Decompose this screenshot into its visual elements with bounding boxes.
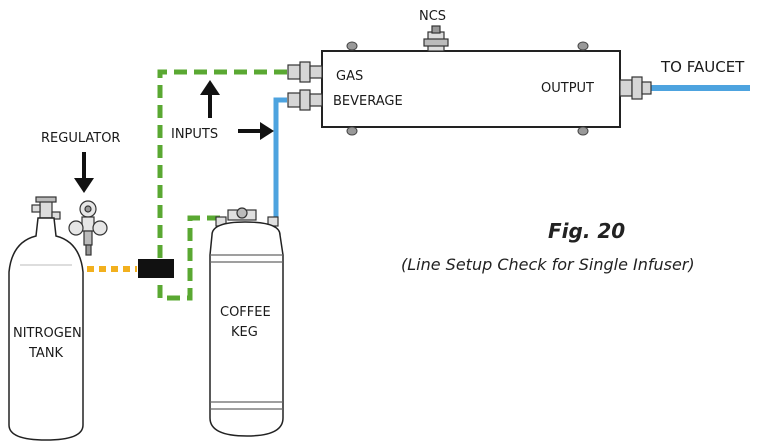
inputs-label: INPUTS — [171, 127, 218, 142]
regulator-down-arrow-icon — [74, 152, 94, 193]
infuser-box — [321, 50, 621, 128]
figure-subtitle: (Line Setup Check for Single Infuser) — [401, 255, 695, 274]
coffee-keg-label-line1: COFFEE — [220, 305, 271, 320]
output-label: OUTPUT — [541, 81, 594, 96]
beverage-label: BEVERAGE — [333, 94, 403, 109]
inputs-up-arrow-icon — [200, 80, 220, 118]
output-fitting-icon — [619, 76, 652, 100]
inputs-right-arrow-icon — [238, 122, 274, 140]
ncs-fitting-icon — [423, 25, 449, 52]
regulator-label: REGULATOR — [41, 131, 120, 146]
gas-label: GAS — [336, 69, 363, 84]
coffee-keg-label-line2: KEG — [231, 325, 258, 340]
coffee-keg — [209, 207, 284, 437]
nitrogen-tank — [8, 196, 84, 441]
tank-valve-icon — [31, 196, 61, 220]
to-faucet-label: TO FAUCET — [660, 58, 745, 76]
beverage-inlet-fitting-icon — [287, 89, 323, 111]
figure-title: Fig. 20 — [548, 219, 625, 243]
beverage-line — [273, 97, 287, 225]
ncs-label: NCS — [419, 9, 446, 24]
mounting-feet — [346, 41, 589, 136]
nitrogen-tank-label-line1: NITROGEN — [13, 326, 82, 341]
gas-line — [157, 69, 287, 301]
junction-block — [138, 259, 174, 278]
regulator-icon — [68, 200, 108, 256]
nitrogen-tank-label-line2: TANK — [28, 346, 64, 361]
gas-inlet-fitting-icon — [287, 61, 323, 83]
